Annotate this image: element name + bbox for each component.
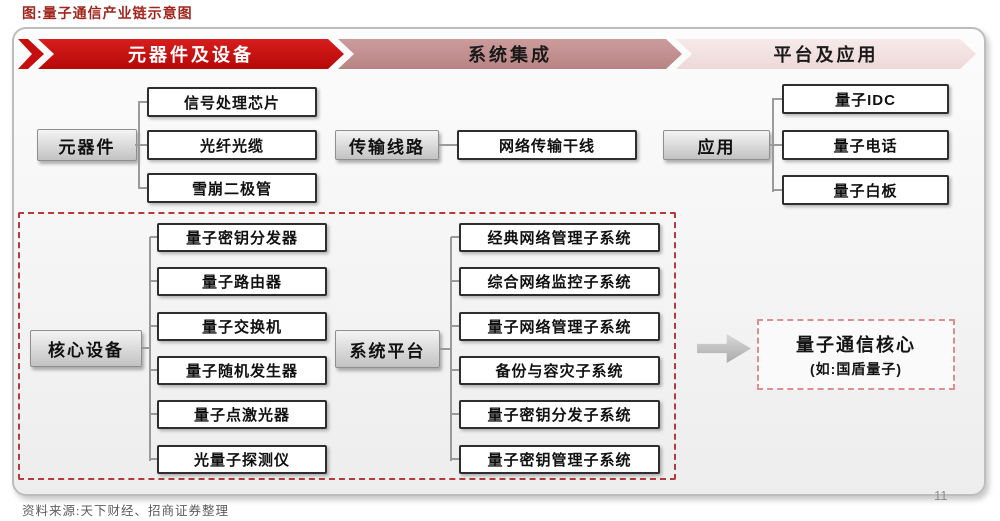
label-core-equipment: 核心设备 [30,330,142,367]
node-network-transmission-trunk: 网络传输干线 [457,130,637,160]
node-classic-network-mgmt-subsystem: 经典网络管理子系统 [459,223,660,252]
label-components: 元器件 [37,129,137,161]
node-signal-processing-chip: 信号处理芯片 [147,87,317,117]
connector-line [150,369,157,371]
connector-line [150,325,157,327]
connector-bracket [149,237,151,461]
connector-line [135,144,147,146]
diagram-panel: 元器件及设备 系统集成 平台及应用 元器件 信号处理芯片 光纤光缆 雪崩二极管 … [12,27,986,496]
node-quantum-switch: 量子交换机 [157,312,327,341]
connector-line [138,187,147,189]
callout-quantum-core: 量子通信核心 (如:国盾量子) [757,319,955,390]
node-quantum-dot-laser: 量子点激光器 [157,400,327,429]
node-photon-detector: 光量子探测仪 [157,445,327,474]
connector-line [440,348,450,350]
label-transmission-line: 传输线路 [335,130,439,160]
connector-bracket [450,237,452,461]
connector-line [770,144,782,146]
node-quantum-network-mgmt-subsystem: 量子网络管理子系统 [459,312,660,341]
connector-line [150,458,157,460]
connector-line [150,236,157,238]
connector-line [773,189,782,191]
stage-banner-components: 元器件及设备 [38,39,344,69]
node-optical-fiber-cable: 光纤光缆 [147,130,317,160]
chain-lead-chevron-icon [18,39,44,69]
connector-line [138,101,147,103]
label-application: 应用 [663,130,770,160]
stage-banner-system-integration: 系统集成 [338,39,682,69]
figure-title: 图:量子通信产业链示意图 [22,5,193,21]
core-dashed-zone [18,212,676,480]
node-avalanche-diode: 雪崩二极管 [147,173,317,203]
node-backup-disaster-recovery-subsystem: 备份与容灾子系统 [459,356,660,385]
callout-title: 量子通信核心 [796,334,916,355]
connector-line [773,98,782,100]
node-quantum-key-distributor: 量子密钥分发器 [157,223,327,252]
connector-line [451,458,459,460]
node-quantum-key-distribution-subsystem: 量子密钥分发子系统 [459,400,660,429]
node-quantum-random-generator: 量子随机发生器 [157,356,327,385]
right-block-arrow-icon [697,333,751,364]
connector-line [451,369,459,371]
connector-line [451,280,459,282]
node-quantum-router: 量子路由器 [157,267,327,296]
connector-line [150,280,157,282]
connector-line [150,413,157,415]
page-number: 11 [934,488,948,503]
node-quantum-whiteboard: 量子白板 [782,175,949,205]
node-quantum-idc: 量子IDC [782,84,949,114]
callout-subtitle: (如:国盾量子) [810,360,902,377]
connector-line [451,325,459,327]
node-quantum-phone: 量子电话 [782,130,949,160]
connector-line [451,413,459,415]
node-integrated-network-monitoring-subsystem: 综合网络监控子系统 [459,267,660,296]
label-system-platform: 系统平台 [335,330,440,368]
stage-banner-platform-application: 平台及应用 [676,39,976,69]
node-quantum-key-mgmt-subsystem: 量子密钥管理子系统 [459,445,660,474]
connector-line [439,144,457,146]
source-note: 资料来源:天下财经、招商证券整理 [22,504,229,518]
connector-line [451,236,459,238]
connector-line [142,347,149,349]
